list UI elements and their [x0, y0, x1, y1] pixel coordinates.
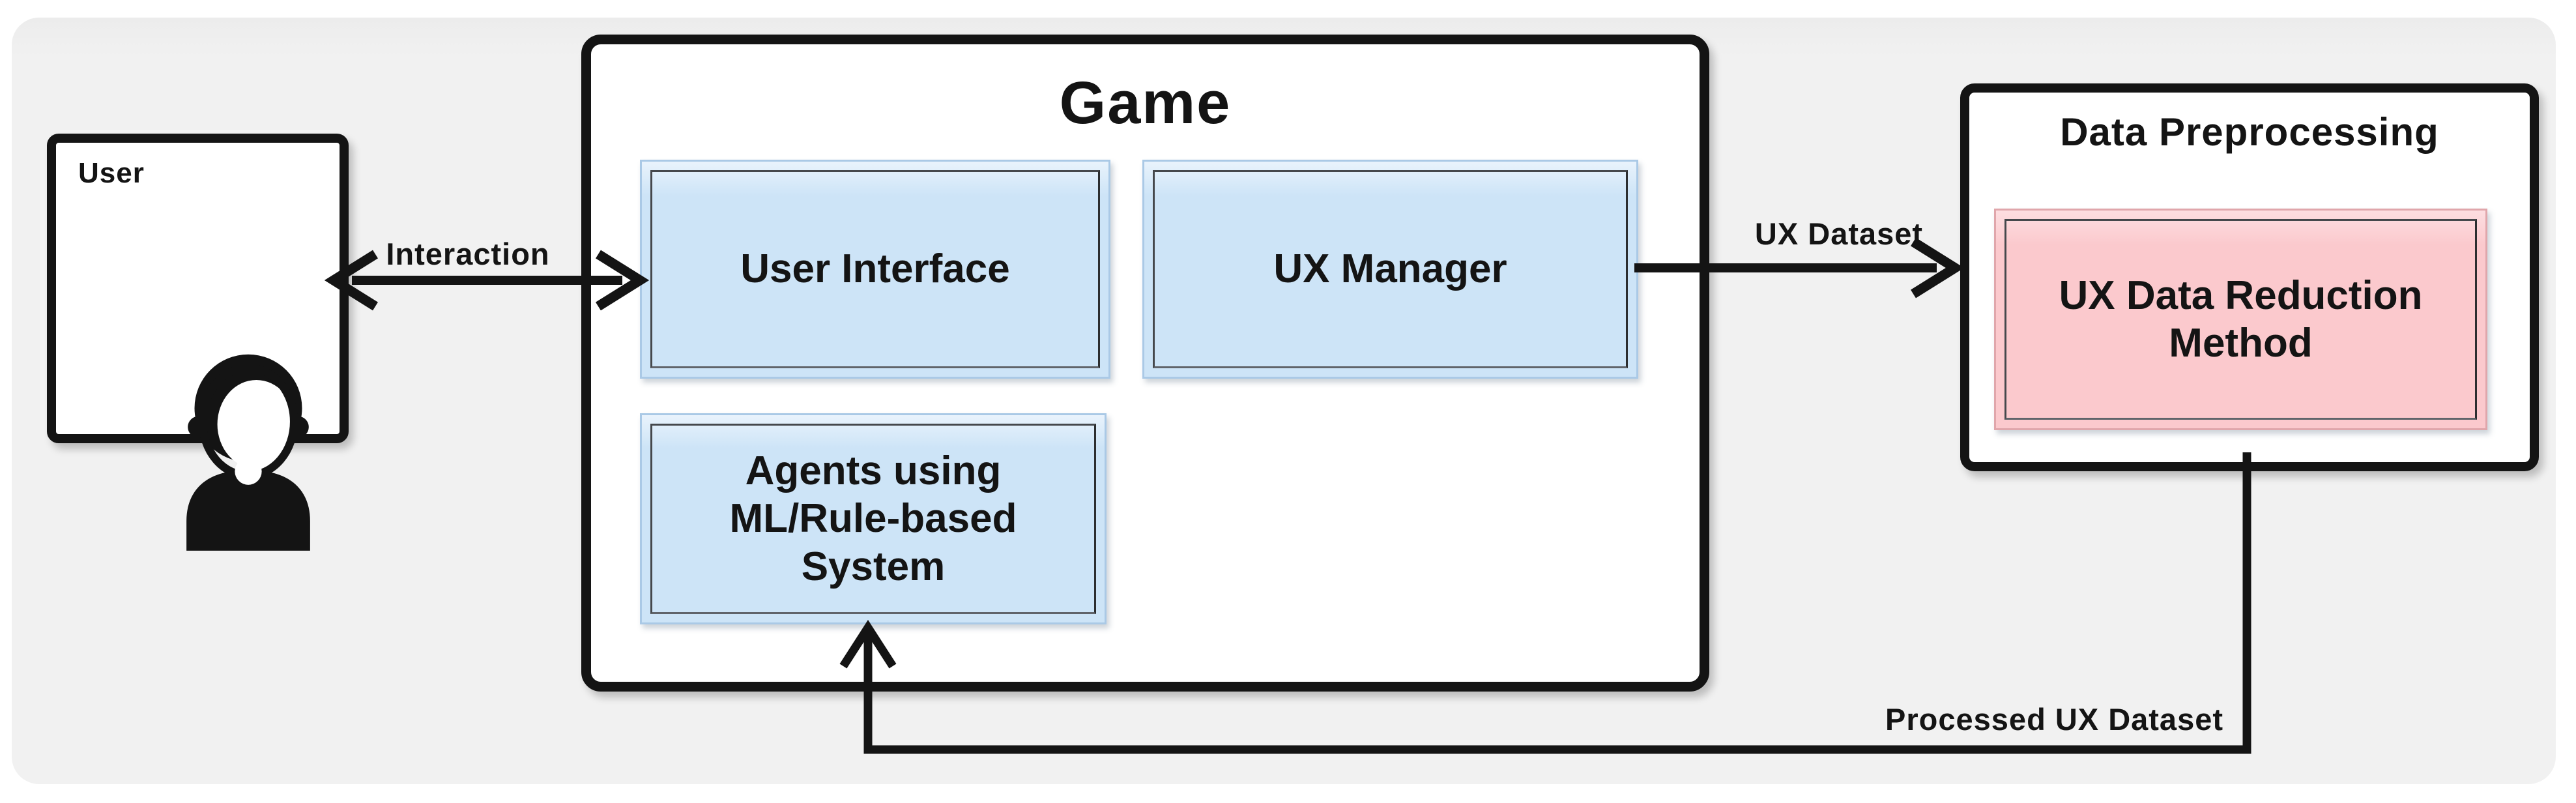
game-box-title: Game	[1059, 70, 1232, 136]
interaction-label: Interaction	[386, 237, 550, 271]
user-interface-box: User Interface	[640, 160, 1110, 379]
user-box: User	[47, 134, 349, 551]
agents-box: Agents using ML/Rule-based System	[640, 413, 1107, 624]
ux-manager-box: UX Manager	[1142, 160, 1638, 379]
ux-data-reduction-box: UX Data Reduction Method	[1994, 209, 2487, 430]
processed-ux-dataset-label: Processed UX Dataset	[1885, 702, 2223, 737]
user-box-title: User	[78, 157, 145, 189]
user-interface-label: User Interface	[740, 246, 1010, 292]
ux-data-reduction-label: UX Data Reduction Method	[2059, 272, 2423, 366]
data-preprocessing-title: Data Preprocessing	[2060, 110, 2439, 154]
person-icon	[186, 354, 310, 551]
ux-manager-label: UX Manager	[1273, 246, 1507, 292]
agents-label: Agents using ML/Rule-based System	[729, 448, 1017, 589]
ux-dataset-label: UX Dataset	[1754, 216, 1924, 251]
